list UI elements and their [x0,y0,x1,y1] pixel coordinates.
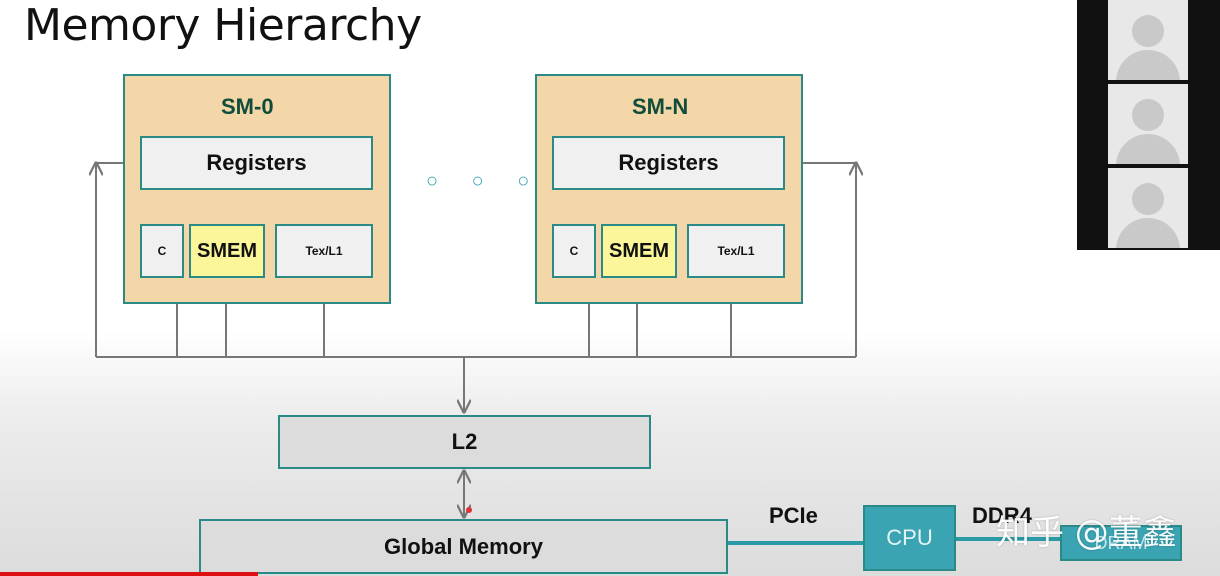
watermark: 知乎 @董鑫 [996,513,1177,553]
video-progress-bar[interactable] [0,572,258,576]
l2-cache: L2 [278,415,651,469]
sm-0-smem: SMEM [189,224,265,278]
slide-title: Memory Hierarchy [24,0,422,51]
participant-tile [1108,0,1188,80]
avatar-icon [1132,183,1164,215]
sm-0-registers: Registers [140,136,373,190]
participant-tile [1108,84,1188,164]
sm-n-smem: SMEM [601,224,677,278]
sm-0-tex-l1: Tex/L1 [275,224,373,278]
avatar-icon [1132,99,1164,131]
sm-n-tex-l1: Tex/L1 [687,224,785,278]
pcie-label: PCIe [769,503,818,528]
sm-n-constant-cache: C [552,224,596,278]
avatar-icon [1132,15,1164,47]
global-memory: Global Memory [199,519,728,574]
sm-0-constant-cache: C [140,224,184,278]
participant-tile [1108,168,1188,248]
dram-box: DRAM [1060,525,1182,561]
sm-n-label: SM-N [632,94,689,119]
ellipsis: ○ ○ ○ [426,170,544,192]
participant-video-strip [1077,0,1220,250]
ddr4-label: DDR4 [972,503,1032,528]
sm-0-label: SM-0 [221,94,274,119]
sm-n-registers: Registers [552,136,785,190]
cpu-box: CPU [863,505,956,571]
